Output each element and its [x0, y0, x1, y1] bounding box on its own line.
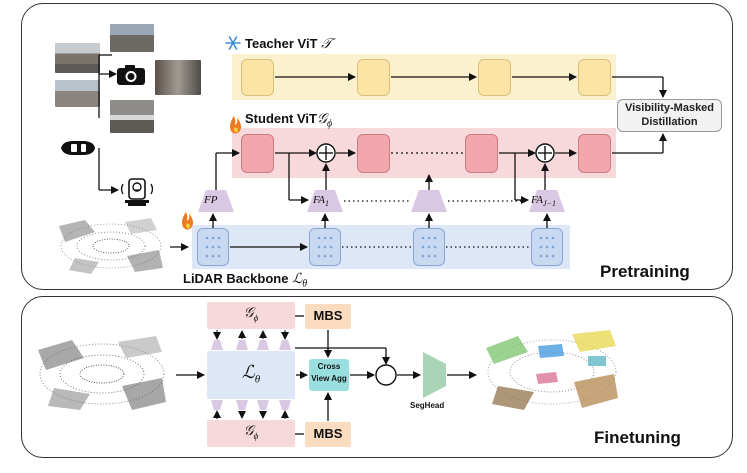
student-vit-bottom — [207, 420, 295, 447]
car-icon — [59, 138, 97, 158]
seghead-label: SegHead — [410, 401, 445, 410]
camera-image-rear — [110, 100, 154, 133]
student-block-1 — [241, 134, 274, 173]
student-vit-top — [207, 302, 295, 329]
adapter-faj-label: FAJ−1 — [531, 194, 556, 209]
lidar-backbone-finetune — [207, 351, 295, 399]
lidar-sensor-icon — [117, 176, 157, 208]
snowflake-icon — [225, 36, 241, 50]
student-vit-label: Student ViT𝒢ϕ — [245, 111, 333, 130]
finetune-lidar-input — [32, 330, 172, 414]
student-block-2 — [357, 134, 390, 173]
cross-view-agg-line2: View Agg — [311, 374, 347, 383]
distillation-box — [617, 99, 722, 132]
camera-image-front-left — [110, 24, 154, 52]
cross-view-agg-block — [309, 359, 349, 391]
teacher-block-1 — [241, 59, 274, 96]
teacher-block-2 — [357, 59, 390, 96]
teacher-vit-label: Teacher ViT 𝒯 — [245, 36, 332, 52]
mbs-label-bottom: MBS — [313, 426, 343, 441]
backbone-block-4 — [531, 228, 563, 266]
pretraining-stage-label: Pretraining — [600, 262, 690, 281]
camera-image-rear-left — [55, 80, 100, 107]
distillation-label-line2: Distillation — [641, 116, 698, 128]
mbs-label-top: MBS — [313, 308, 343, 323]
flame-icon-backbone — [182, 212, 193, 230]
camera-image-right — [155, 60, 201, 95]
lidar-backbone-finetune-label: ℒθ — [241, 362, 261, 386]
cross-view-agg-line1: Cross — [317, 362, 341, 371]
mbs-block-top — [305, 304, 351, 329]
distillation-label-line1: Visibility-Masked — [624, 102, 715, 114]
lidar-backbone-label: LiDAR Backbone ℒθ — [183, 271, 308, 290]
segmentation-output — [478, 326, 626, 416]
flame-icon-student — [230, 116, 241, 134]
teacher-block-4 — [578, 59, 611, 96]
finetuning-panel — [21, 296, 733, 458]
student-block-3 — [465, 134, 498, 173]
adapter-fa1-label: FA1 — [313, 194, 330, 209]
pretraining-panel — [21, 3, 733, 290]
teacher-block-3 — [478, 59, 511, 96]
camera-image-left — [55, 43, 100, 73]
student-vit-top-label: 𝒢ϕ — [243, 306, 259, 323]
adapter-fp-label: FP — [204, 194, 218, 206]
mbs-block-bottom — [305, 422, 351, 447]
camera-icon — [116, 64, 146, 86]
lidar-point-cloud-input — [55, 212, 167, 276]
student-vit-bottom-label: 𝒢ϕ — [243, 424, 259, 441]
student-block-4 — [578, 134, 611, 173]
finetuning-stage-label: Finetuning — [594, 428, 681, 447]
